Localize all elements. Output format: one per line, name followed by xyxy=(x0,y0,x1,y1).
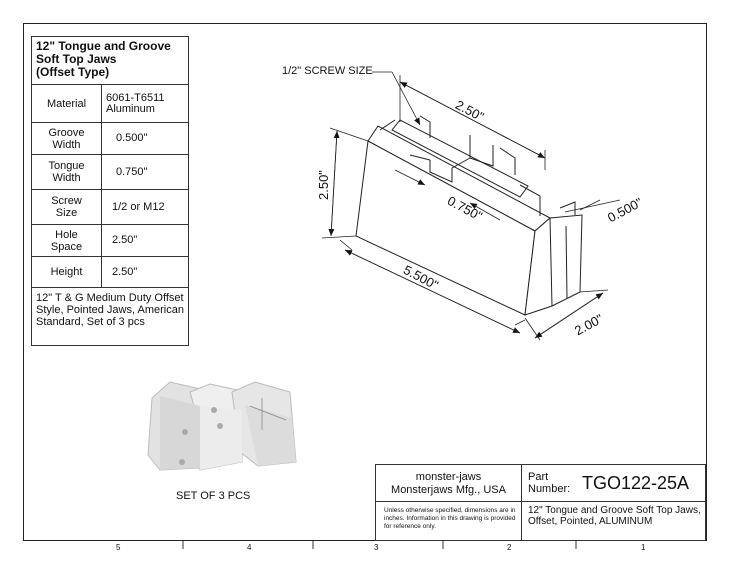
title-block-divider xyxy=(376,501,705,502)
zone-number: 4 xyxy=(247,543,252,552)
spec-row-hole-space: Hole Space 2.50" xyxy=(32,225,188,257)
spec-label: Tongue Width xyxy=(32,155,102,189)
spec-table: 12" Tongue and Groove Soft Top Jaws (Off… xyxy=(31,36,189,346)
part-description: 12" Tongue and Groove Soft Top Jaws, Off… xyxy=(528,505,701,527)
spec-value: 2.50" xyxy=(112,265,138,278)
disclaimer: Unless otherwise specified, dimensions a… xyxy=(384,507,516,530)
screw-size-callout: 1/2" SCREW SIZE xyxy=(282,65,373,77)
jaw-set-illustration xyxy=(147,381,297,471)
part-number-label: Part Number: xyxy=(528,471,571,495)
spec-value: 1/2 or M12 xyxy=(112,200,165,213)
spec-value: 6061-T6511 Aluminum xyxy=(106,91,165,115)
spec-row-groove-width: Groove Width 0.500" xyxy=(32,123,188,155)
dimension-lines xyxy=(321,71,621,341)
zone-ticks xyxy=(182,541,577,549)
title-block-divider xyxy=(521,465,522,540)
drawing-border xyxy=(23,23,707,541)
spec-title-line: (Offset Type) xyxy=(36,65,110,79)
spec-label: Material xyxy=(32,85,102,122)
spec-label: Hole Space xyxy=(32,225,102,256)
zone-number: 2 xyxy=(507,543,512,552)
zone-number: 3 xyxy=(374,543,379,552)
spec-title-line: 12" Tongue and Groove xyxy=(36,39,171,53)
spec-row-material: Material 6061-T6511 Aluminum xyxy=(32,85,188,123)
spec-title: 12" Tongue and Groove Soft Top Jaws (Off… xyxy=(32,37,188,85)
zone-number: 5 xyxy=(116,543,121,552)
spec-value: 0.750" xyxy=(116,165,148,178)
spec-value: 0.500" xyxy=(116,132,148,144)
jaw-isometric xyxy=(355,115,583,316)
zone-number: 1 xyxy=(641,543,646,552)
spec-label: Groove Width xyxy=(32,123,102,154)
spec-row-tongue-width: Tongue Width 0.750" xyxy=(32,155,188,190)
title-block: monster-jaws Monsterjaws Mfg., USA Unles… xyxy=(375,464,706,541)
company-full-name: Monsterjaws Mfg., USA xyxy=(391,484,506,496)
spec-title-line: Soft Top Jaws xyxy=(36,52,117,66)
spec-label: Screw Size xyxy=(32,190,102,224)
spec-value: 2.50" xyxy=(112,234,138,246)
spec-notes: 12" T & G Medium Duty Offset Style, Poin… xyxy=(36,292,184,328)
spec-row-height: Height 2.50" xyxy=(32,257,188,288)
part-number: TGO122-25A xyxy=(582,473,690,493)
company-short-name: monster-jaws xyxy=(415,471,482,483)
spec-label: Height xyxy=(32,257,102,287)
set-label: SET OF 3 PCS xyxy=(176,490,251,502)
dim-height: 2.50" xyxy=(316,170,331,200)
spec-row-screw-size: Screw Size 1/2 or M12 xyxy=(32,190,188,225)
